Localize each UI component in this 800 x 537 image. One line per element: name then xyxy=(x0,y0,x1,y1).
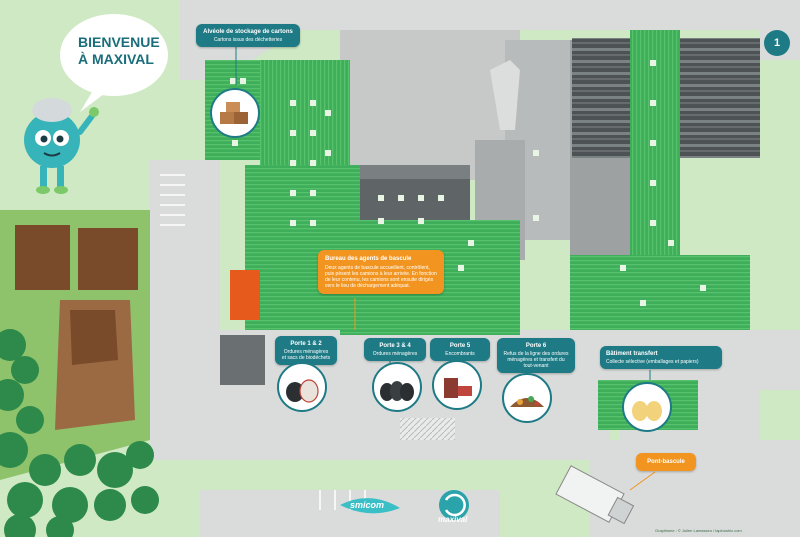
speech-bubble xyxy=(60,14,168,96)
label-bureau: Bureau des agents de bascule Deux agents… xyxy=(318,250,444,294)
garbage-bags-icon xyxy=(277,362,327,412)
hatched-zone xyxy=(400,418,455,440)
chimney xyxy=(490,60,520,130)
label-alveole-title: Alvéole de stockage de cartons xyxy=(203,29,293,35)
page-number-badge: 1 xyxy=(764,30,790,56)
label-porte12-subtitle: Ordures ménagères et sacs de biodéchets xyxy=(281,349,331,361)
truck-icon xyxy=(555,465,635,525)
parking-lines xyxy=(160,174,366,510)
pontbascule-connector xyxy=(629,471,656,491)
mixed-waste-icon xyxy=(502,373,552,423)
compost-pile xyxy=(78,228,138,290)
maxival-logo: maxival xyxy=(438,515,468,524)
mascot-icon xyxy=(24,98,99,194)
label-alveole: Alvéole de stockage de cartons Cartons i… xyxy=(196,24,300,47)
road xyxy=(150,160,220,340)
label-porte34-subtitle: Ordures ménagères xyxy=(372,351,418,357)
bubble-tail xyxy=(80,92,104,112)
label-bureau-text: Deux agents de bascule accueillent, cont… xyxy=(325,265,437,289)
label-pontbascule: Pont-bascule xyxy=(636,453,696,471)
label-porte6-subtitle: Refus de la ligne des ordures ménagères … xyxy=(503,351,569,369)
label-porte5-subtitle: Encombrants xyxy=(445,351,475,357)
windows xyxy=(230,60,706,306)
furniture-icon xyxy=(432,360,482,410)
silo-block xyxy=(572,38,630,158)
label-porte6-title: Porte 6 xyxy=(525,343,547,349)
credit-text: Graphisme : © Julien Lamasseu / lapinosh… xyxy=(655,528,742,533)
label-alveole-subtitle: Cartons issus des déchetteries xyxy=(213,37,283,43)
smicom-logo: smicom xyxy=(350,500,385,510)
logo-swoosh xyxy=(340,498,400,514)
compost-pile xyxy=(70,310,118,365)
label-porte6: Porte 6 Refus de la ligne des ordures mé… xyxy=(497,338,575,373)
black-bags-icon xyxy=(372,362,422,412)
recycling-bags-icon xyxy=(622,382,672,432)
dark-slab xyxy=(220,335,265,385)
label-porte5: Porte 5 Encombrants xyxy=(430,338,490,361)
label-pontbascule-title: Pont-bascule xyxy=(647,459,685,465)
silo-block xyxy=(680,38,760,158)
maxival-arrow-icon xyxy=(444,493,466,517)
label-bureau-title: Bureau des agents de bascule xyxy=(325,256,412,262)
label-transfert: Bâtiment transfert Collecte sélective (e… xyxy=(600,346,722,369)
label-porte12-title: Porte 1 & 2 xyxy=(290,341,322,347)
label-transfert-title: Bâtiment transfert xyxy=(606,351,658,357)
compost-pile xyxy=(15,225,70,290)
label-porte5-title: Porte 5 xyxy=(449,343,471,349)
dark-building-top xyxy=(360,165,470,179)
trees xyxy=(0,329,159,537)
label-porte34: Porte 3 & 4 Ordures ménagères xyxy=(364,338,426,361)
green-building xyxy=(570,255,750,330)
cardboard-boxes-icon xyxy=(210,88,260,138)
road xyxy=(180,0,800,80)
label-porte12: Porte 1 & 2 Ordures ménagères et sacs de… xyxy=(275,336,337,365)
label-transfert-subtitle: Collecte sélective (emballages et papier… xyxy=(606,359,699,365)
green-building xyxy=(630,30,680,270)
welcome-text: BIENVENUE À MAXIVAL xyxy=(78,34,160,67)
label-porte34-title: Porte 3 & 4 xyxy=(379,343,411,349)
orange-door xyxy=(230,270,260,320)
